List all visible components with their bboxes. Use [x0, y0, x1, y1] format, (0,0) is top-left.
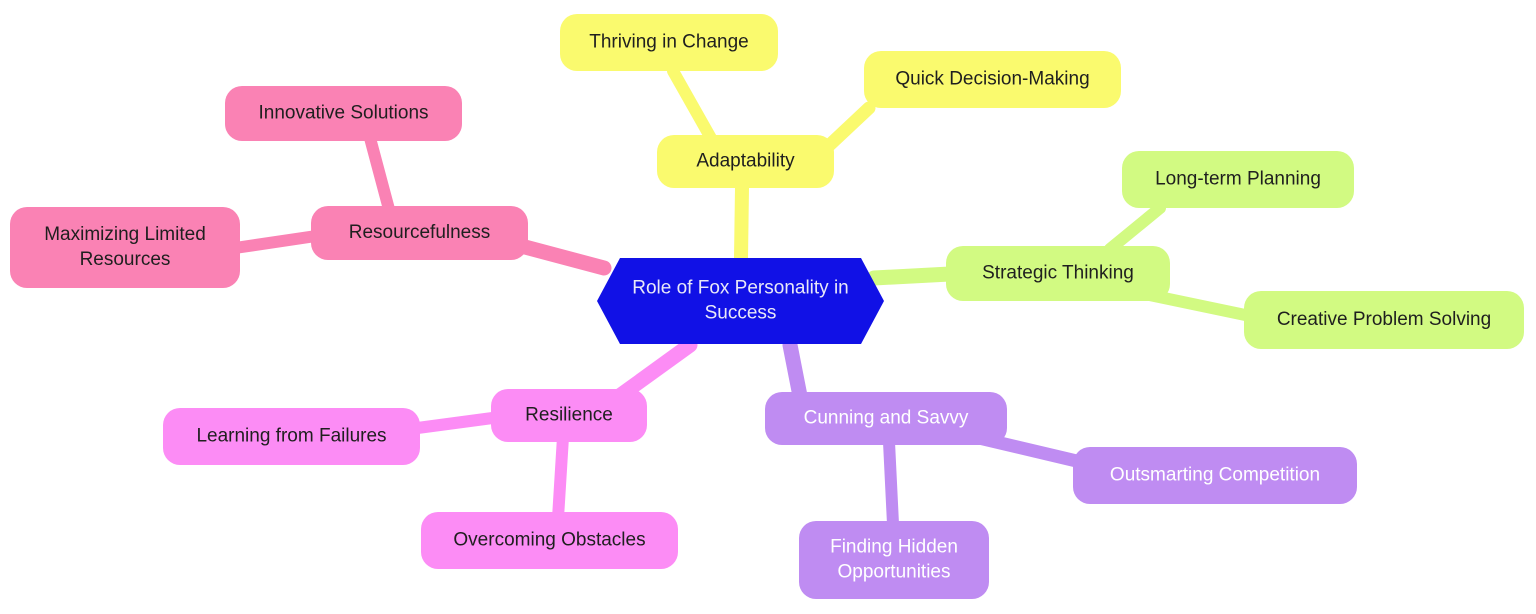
node-shape [864, 51, 1121, 108]
mindmap-edge [364, 132, 396, 219]
mindmap-leaf-node[interactable]: Thriving in Change [560, 14, 778, 71]
root-hexagon [597, 258, 884, 344]
node-label: Thriving in Change [589, 32, 748, 53]
mindmap-branch-node[interactable]: Resilience [491, 389, 647, 442]
mindmap-leaf-node[interactable]: Innovative Solutions [225, 86, 462, 141]
mindmap-leaf-node[interactable]: Outsmarting Competition [1073, 447, 1357, 504]
node-shape [765, 392, 1007, 445]
mindmap-edge [883, 436, 899, 530]
node-label: Creative Problem Solving [1277, 309, 1491, 330]
node-label: Overcoming Obstacles [453, 530, 645, 551]
mindmap-leaf-node[interactable]: Long-term Planning [1122, 151, 1354, 208]
node-label: Learning from Failures [196, 426, 386, 447]
node-label: Opportunities [837, 562, 950, 583]
node-shape [799, 521, 989, 599]
node-shape [163, 408, 420, 465]
node-shape [946, 246, 1170, 301]
node-label: Innovative Solutions [258, 103, 428, 124]
root-node-label: Role of Fox Personality in [632, 278, 849, 299]
node-label: Outsmarting Competition [1110, 465, 1320, 486]
node-label: Strategic Thinking [982, 263, 1134, 284]
node-label: Cunning and Savvy [804, 408, 969, 429]
mindmap-branch-node[interactable]: Resourcefulness [311, 206, 528, 260]
node-label: Adaptability [696, 151, 795, 172]
mindmap-root-node[interactable]: Role of Fox Personality in Success [597, 258, 884, 344]
mindmap-edge [552, 431, 569, 524]
node-shape [10, 207, 240, 288]
node-shape [1122, 151, 1354, 208]
mindmap-leaf-node[interactable]: Overcoming Obstacles [421, 512, 678, 569]
mindmap-branch-node[interactable]: Cunning and Savvy [765, 392, 1007, 445]
mindmap-leaf-node[interactable]: Creative Problem Solving [1244, 291, 1524, 349]
node-label: Resourcefulness [349, 222, 491, 243]
node-shape [421, 512, 678, 569]
mindmap-edge [1104, 202, 1166, 255]
mindmap-branch-node[interactable]: Strategic Thinking [946, 246, 1170, 301]
mindmap-edge [782, 337, 808, 404]
mindmap-edge [404, 411, 506, 435]
mindmap-edge [734, 181, 749, 265]
node-label: Resilience [525, 405, 613, 426]
node-shape [1073, 447, 1357, 504]
node-label: Finding Hidden [830, 537, 958, 558]
node-label: Resources [80, 249, 171, 270]
mindmap-edge [667, 65, 718, 146]
mindmap-leaf-node[interactable]: Learning from Failures [163, 408, 420, 465]
node-shape [1244, 291, 1524, 349]
node-shape [225, 86, 462, 141]
node-label: Quick Decision-Making [895, 69, 1089, 90]
mindmap-edge [866, 266, 958, 286]
node-shape [560, 14, 778, 71]
node-label: Long-term Planning [1155, 169, 1321, 190]
mindmap-edge [229, 230, 322, 254]
mindmap-leaf-node[interactable]: Quick Decision-Making [864, 51, 1121, 108]
node-shape [491, 389, 647, 442]
node-shape [657, 135, 834, 188]
node-shape [311, 206, 528, 260]
root-node-label: Success [705, 303, 777, 324]
node-label: Maximizing Limited [44, 224, 206, 245]
mindmap-branch-node[interactable]: Adaptability [657, 135, 834, 188]
